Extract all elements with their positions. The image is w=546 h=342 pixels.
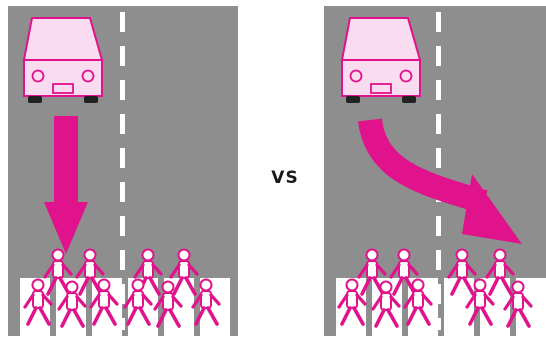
pedestrian-icon xyxy=(23,277,53,326)
pedestrian-group xyxy=(324,244,546,336)
pedestrian-icon xyxy=(169,247,199,296)
pedestrian-icon xyxy=(447,247,477,296)
lane-marking xyxy=(436,12,441,330)
right-road xyxy=(324,6,546,336)
lane-marking xyxy=(120,12,125,330)
pedestrian-icon xyxy=(465,277,495,326)
bus-icon xyxy=(22,14,106,106)
straight-down-arrow-icon xyxy=(44,116,94,256)
left-road xyxy=(8,6,238,336)
pedestrian-icon xyxy=(337,277,367,326)
pedestrian-icon xyxy=(485,247,515,296)
pedestrian-group xyxy=(8,244,238,336)
pedestrian-icon xyxy=(191,277,221,326)
bus-icon xyxy=(340,14,424,106)
curved-swerve-arrow-icon xyxy=(354,112,546,262)
vs-label: VS xyxy=(271,168,299,188)
pedestrian-icon xyxy=(123,277,153,326)
